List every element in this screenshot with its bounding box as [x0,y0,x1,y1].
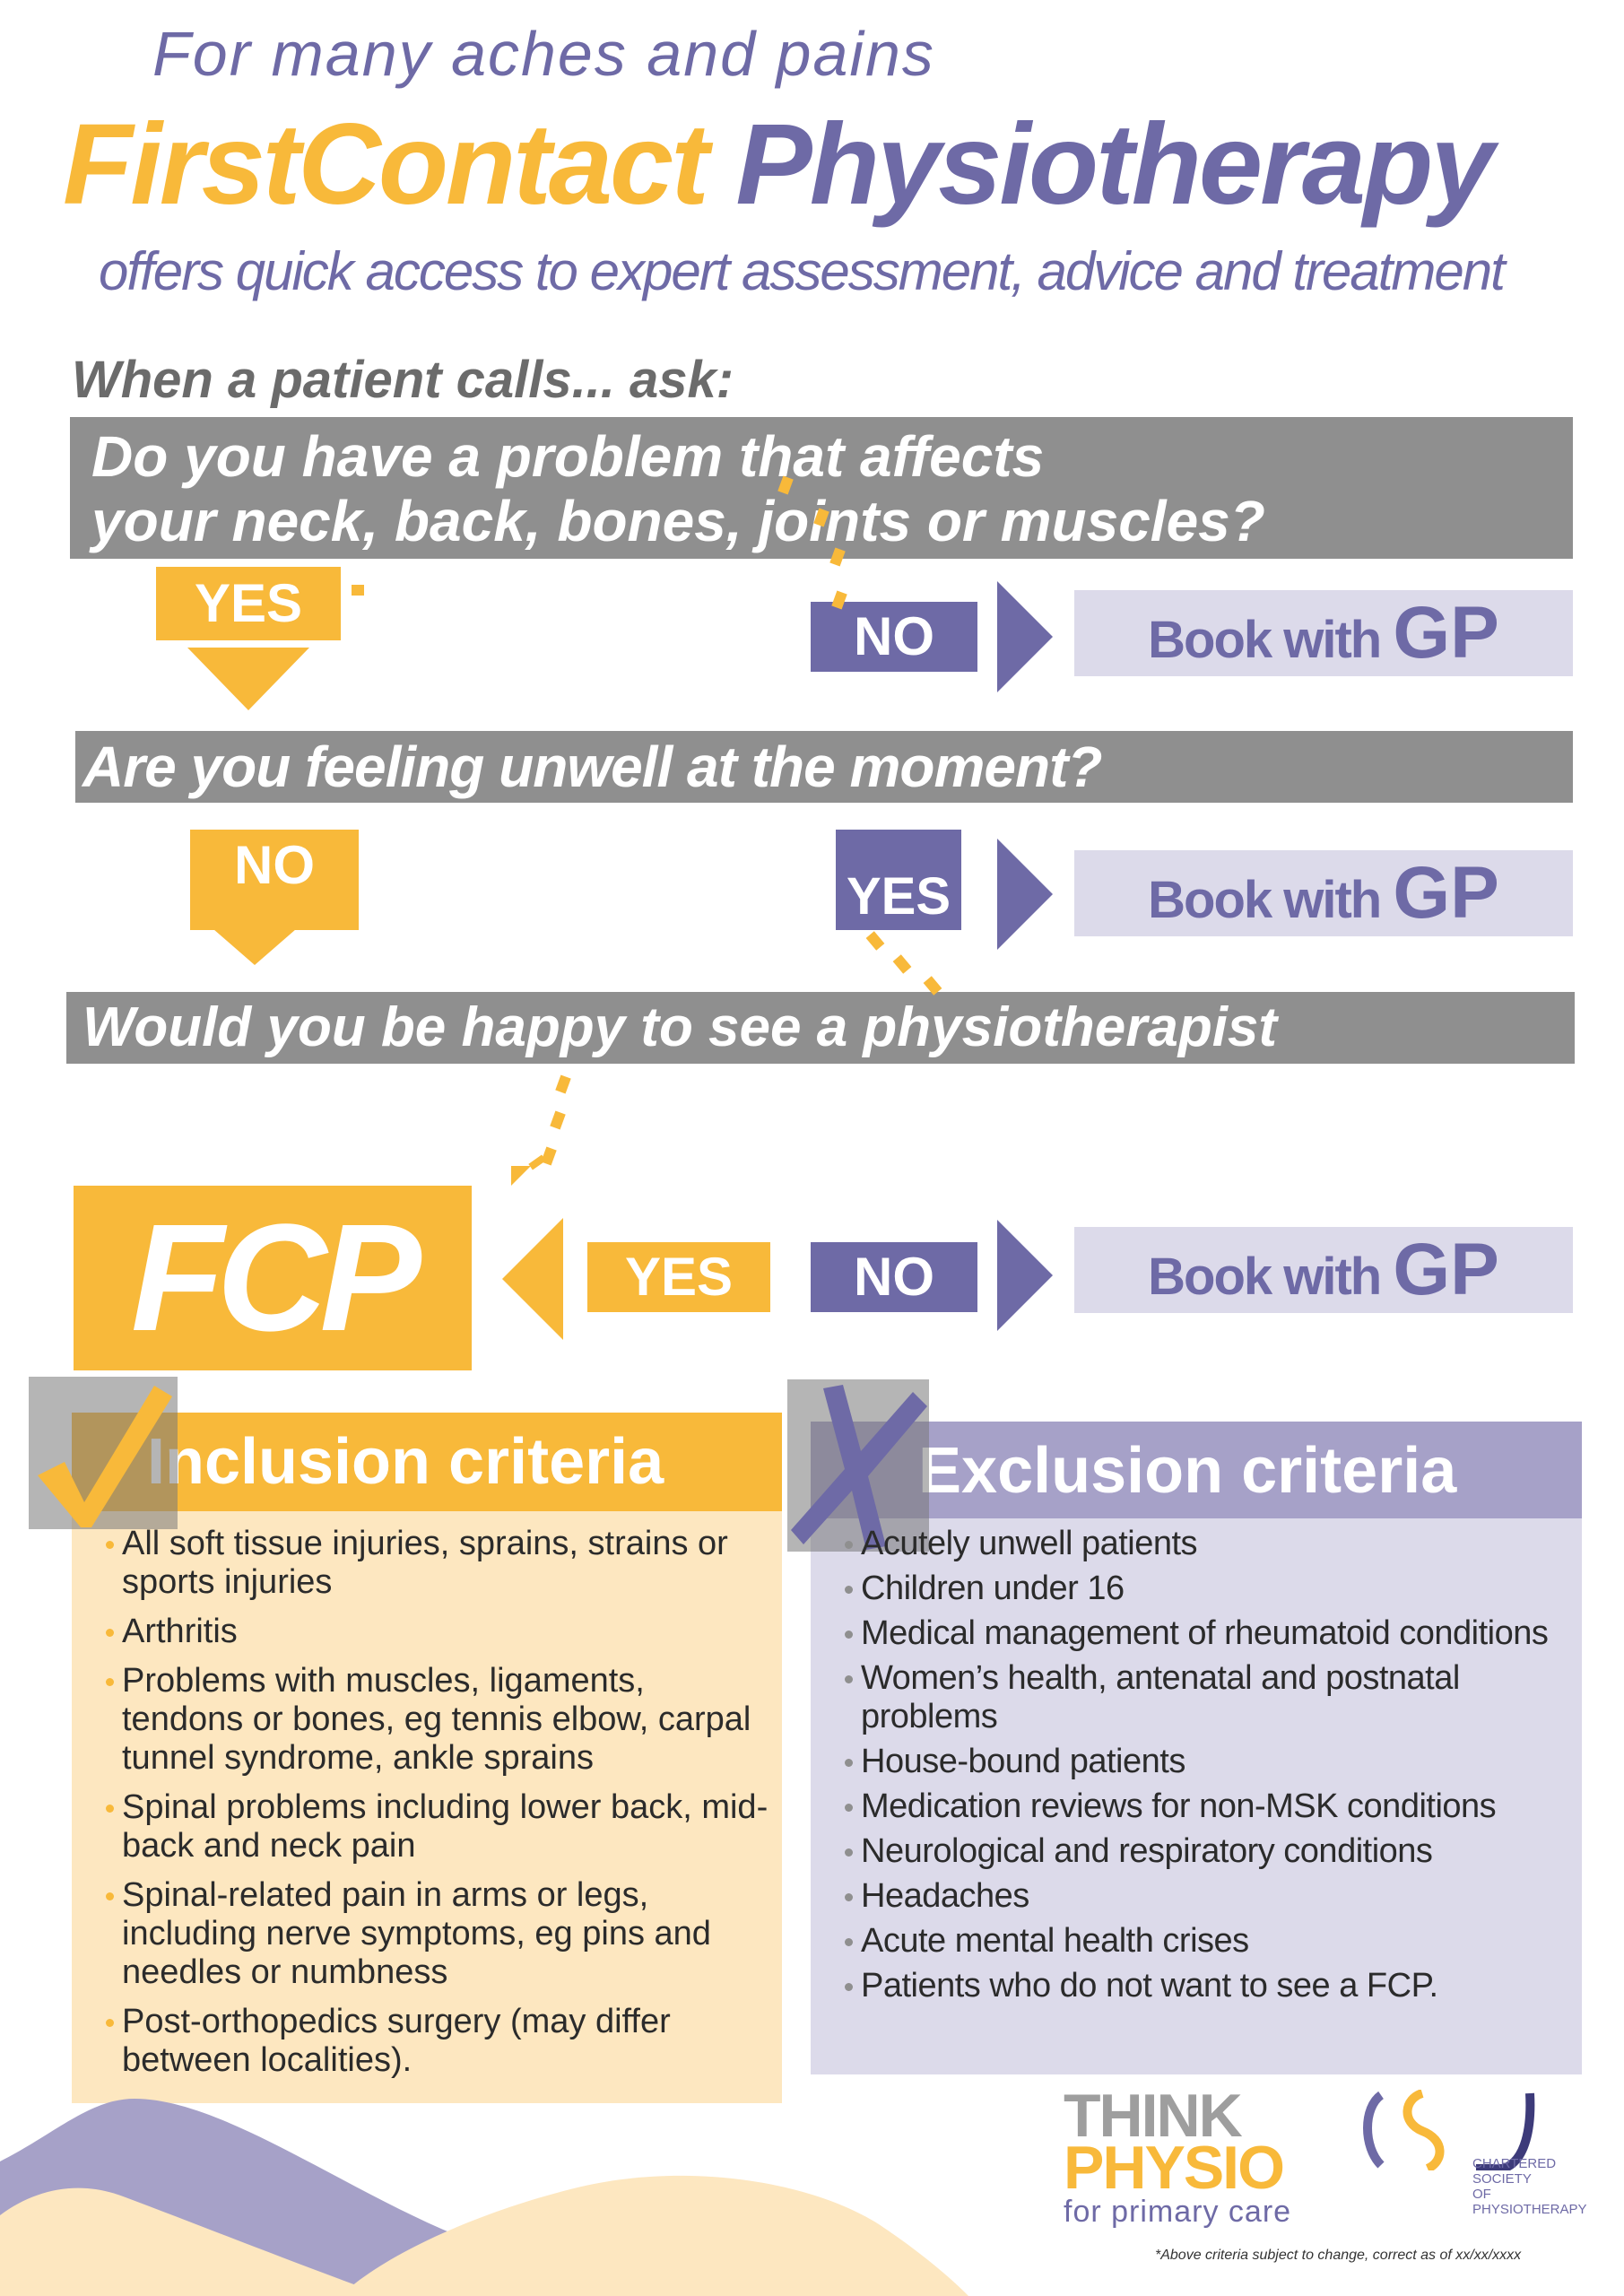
path-dot [541,1146,557,1166]
csp-line: SOCIETY [1472,2171,1532,2187]
book-with-text: Book with [1148,1248,1382,1306]
csp-line: CHARTERED [1472,2156,1557,2171]
path-dot [352,585,364,596]
call-prompt: When a patient calls... ask: [72,351,734,409]
list-item: All soft tissue injuries, sprains, strai… [106,1525,769,1602]
path-dot [528,1154,546,1170]
footnote: *Above criteria subject to change, corre… [1155,2248,1522,2263]
list-item: Spinal problems including lower back, mi… [106,1788,769,1866]
exclusion-panel [811,1518,1582,2074]
list-item: Headaches [845,1877,1589,1916]
decorative-waves [0,2099,968,2296]
path-dot [865,931,885,951]
check-icon [38,1386,172,1527]
list-item: Patients who do not want to see a FCP. [845,1967,1589,2005]
subtitle: offers quick access to expert assessment… [99,241,1506,301]
gp-text: GP [1393,592,1499,674]
exclusion-checkbox [787,1379,929,1552]
inclusion-list: All soft tissue injuries, sprains, strai… [106,1525,769,2091]
tagline: For many aches and pains [152,19,935,89]
list-item: Neurological and respiratory conditions [845,1832,1589,1871]
title-first-contact: FirstContact [63,100,709,229]
q3-yes-left-arrow-icon [502,1218,563,1340]
fcp-box: FCP [74,1186,472,1370]
cross-icon [791,1385,927,1550]
exclusion-list: Acutely unwell patients Children under 1… [845,1525,1589,2012]
inclusion-heading-text: Inclusion criteria [147,1426,664,1498]
list-item: Post-orthopedics surgery (may differ bet… [106,2003,769,2080]
list-item: Problems with muscles, ligaments, tendon… [106,1662,769,1778]
q1-book-gp-box: Book with GP [1074,590,1573,676]
q1-no-right-arrow-icon [997,581,1053,692]
csp-line: OF [1472,2187,1491,2202]
list-item: Acutely unwell patients [845,1525,1589,1563]
list-item: Arthritis [106,1613,769,1651]
q1-no-label: NO [811,602,977,672]
list-item: Acute mental health crises [845,1922,1589,1961]
q3-no-label: NO [811,1242,977,1312]
q2-book-gp-box: Book with GP [1074,850,1573,936]
exclusion-heading-text: Exclusion criteria [918,1435,1457,1507]
question-1-line-2: your neck, back, bones, joints or muscle… [91,489,1265,553]
csp-line: PHYSIOTHERAPY [1472,2202,1587,2217]
list-item: Medical management of rheumatoid conditi… [845,1614,1589,1653]
question-1: Do you have a problem that affects your … [70,417,1573,559]
path-dot [555,1074,571,1094]
list-item: House-bound patients [845,1743,1589,1781]
page-title: FirstContact Physiotherapy [63,99,1494,230]
gp-text: GP [1393,1229,1499,1310]
question-1-line-1: Do you have a problem that affects [91,424,1045,489]
csp-logo-icon [1363,2090,1535,2170]
list-item: Medication reviews for non-MSK condition… [845,1787,1589,1826]
logo-tagline: for primary care [1064,2195,1292,2229]
q3-no-right-arrow-icon [997,1220,1053,1331]
path-dot [550,1110,566,1130]
csp-logo-text: CHARTERED SOCIETY OF PHYSIOTHERAPY [1472,2156,1616,2217]
q2-no-down-arrow-icon [213,929,296,965]
inclusion-checkbox [29,1377,178,1529]
book-with-text: Book with [1148,611,1382,669]
list-item: Women’s health, antenatal and postnatal … [845,1659,1589,1736]
logo-physio-text: PHYSIO [1064,2134,1285,2202]
book-with-text: Book with [1148,871,1382,929]
q2-yes-right-arrow-icon [997,839,1053,950]
q2-yes-label: YES [836,830,961,930]
q3-yes-label: YES [587,1242,770,1312]
inclusion-heading: Inclusion criteria [72,1413,782,1511]
question-2: Are you feeling unwell at the moment? [75,731,1573,803]
path-dot [892,954,912,974]
path-arrowhead-icon [511,1166,531,1186]
logo-think-text: THINK [1064,2082,1243,2150]
list-item: Children under 16 [845,1570,1589,1608]
title-physiotherapy: Physiotherapy [735,100,1494,229]
list-item: Spinal-related pain in arms or legs, inc… [106,1876,769,1992]
q1-yes-label: YES [156,567,341,640]
q1-yes-down-arrow-icon [187,648,309,710]
q3-book-gp-box: Book with GP [1074,1227,1573,1313]
inclusion-panel [72,1511,782,2103]
q2-no-label: NO [190,830,359,930]
question-3: Would you be happy to see a physiotherap… [66,992,1575,1064]
think-physio-logo: THINK PHYSIO for primary care [1064,2082,1292,2230]
gp-text: GP [1393,852,1499,934]
exclusion-heading: Exclusion criteria [811,1422,1582,1518]
